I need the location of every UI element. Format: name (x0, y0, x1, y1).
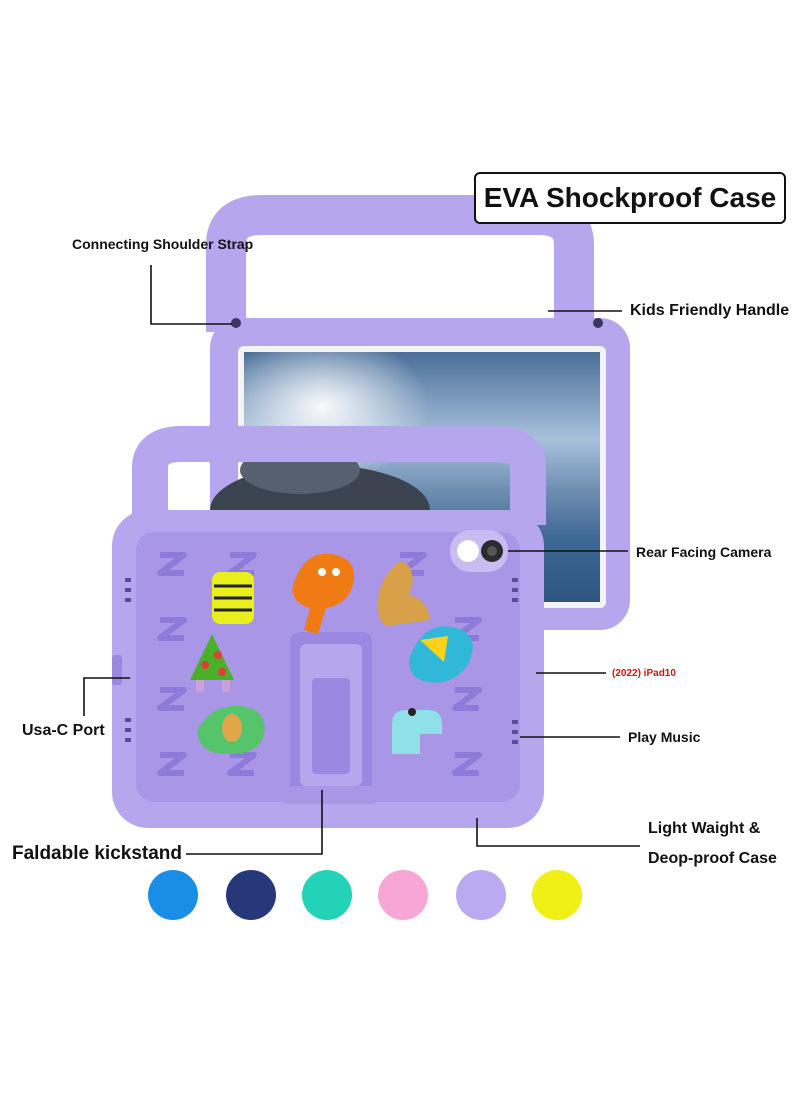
music-label: Play Music (628, 729, 701, 745)
drop-proof-label: Deop-proof Case (648, 850, 777, 867)
page-title: EVA Shockproof Case (474, 172, 786, 224)
shoulder-strap-label: Connecting Shoulder Strap (72, 236, 254, 252)
blue-swatch[interactable] (148, 870, 198, 920)
light-weight-label: Light Waight & (648, 820, 761, 837)
teal-swatch[interactable] (302, 870, 352, 920)
yellow-swatch[interactable] (532, 870, 582, 920)
front-case-back-view (112, 426, 546, 828)
pink-swatch[interactable] (378, 870, 428, 920)
stickers (190, 553, 473, 754)
model-label: (2022) iPad10 (612, 668, 676, 679)
handle-label: Kids Friendly Handle (630, 302, 790, 319)
camera-label: Rear Facing Camera (636, 544, 772, 560)
kickstand-label: Faldable kickstand (12, 843, 183, 864)
navy-swatch[interactable] (226, 870, 276, 920)
lavender-swatch[interactable] (456, 870, 506, 920)
port-label: Usa-C Port (22, 722, 105, 739)
